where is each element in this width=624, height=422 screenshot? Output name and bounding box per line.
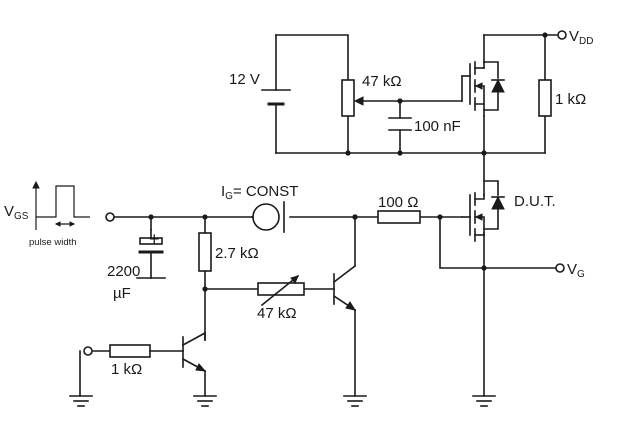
vgs-label-main: V: [4, 203, 14, 220]
vgs-label-sub: GS: [14, 211, 29, 222]
vgs-pulse-waveform: VGS pulse width: [4, 180, 90, 248]
ground-q1: [193, 395, 217, 407]
battery-label: 12 V: [229, 71, 260, 88]
cap-100nf-label: 100 nF: [414, 118, 461, 135]
gate-drive-wiring: [113, 216, 557, 397]
resistor-1k-input: [79, 344, 184, 397]
res-2k7-label: 2.7 kΩ: [215, 245, 259, 262]
ig-label-main: I: [221, 183, 225, 200]
capacitor-2200uf: + 2200 µF: [107, 229, 164, 302]
capacitor-plus: +: [149, 229, 160, 249]
res-100ohm-label: 100 Ω: [378, 194, 418, 211]
ig-label-sub: G: [225, 191, 233, 202]
pot-top-label: 47 kΩ: [362, 73, 402, 90]
vdd-terminal: VDD: [557, 28, 593, 47]
ground-dut: [472, 395, 496, 407]
res-1k-input-label: 1 kΩ: [111, 361, 142, 378]
vg-terminal: VG: [555, 261, 585, 280]
svg-text:VDD: VDD: [569, 28, 593, 47]
top-supply-wiring: [275, 34, 559, 196]
ground-left: [69, 395, 93, 407]
pot-bottom-label: 47 kΩ: [257, 305, 297, 322]
battery-12v: [261, 89, 291, 106]
ground-symbols: [69, 395, 496, 407]
vdd-label-sub: DD: [579, 36, 593, 47]
pulse-width-label: pulse width: [29, 237, 77, 248]
potentiometer-top: [341, 79, 364, 117]
capacitor-big-value: 2200: [107, 263, 140, 280]
resistor-1k-top: [538, 79, 552, 117]
capacitor-100nf: [388, 117, 412, 131]
dut-label: D.U.T.: [514, 193, 556, 210]
vg-label-main: V: [567, 261, 577, 278]
junction-dots: [148, 32, 548, 271]
vdd-label-main: V: [569, 28, 579, 45]
svg-text:IG= CONST: IG= CONST: [221, 183, 298, 202]
transistor-q1: [181, 331, 207, 397]
top-mosfet: [461, 61, 505, 117]
capacitor-big-unit: µF: [113, 285, 131, 302]
res-1k-top-label: 1 kΩ: [555, 91, 586, 108]
dut-mosfet: D.U.T.: [461, 180, 556, 242]
svg-text:VGS: VGS: [4, 203, 29, 222]
ig-label-rest: = CONST: [233, 183, 298, 200]
svg-text:VG: VG: [567, 261, 585, 280]
transistor-q2: [332, 214, 358, 312]
constant-current-source: IG= CONST: [221, 183, 298, 233]
input-terminal: [105, 212, 115, 222]
vg-label-sub: G: [577, 269, 585, 280]
resistor-2k7: [198, 214, 212, 272]
potentiometer-bottom: [202, 274, 305, 307]
ground-q2: [343, 395, 367, 407]
